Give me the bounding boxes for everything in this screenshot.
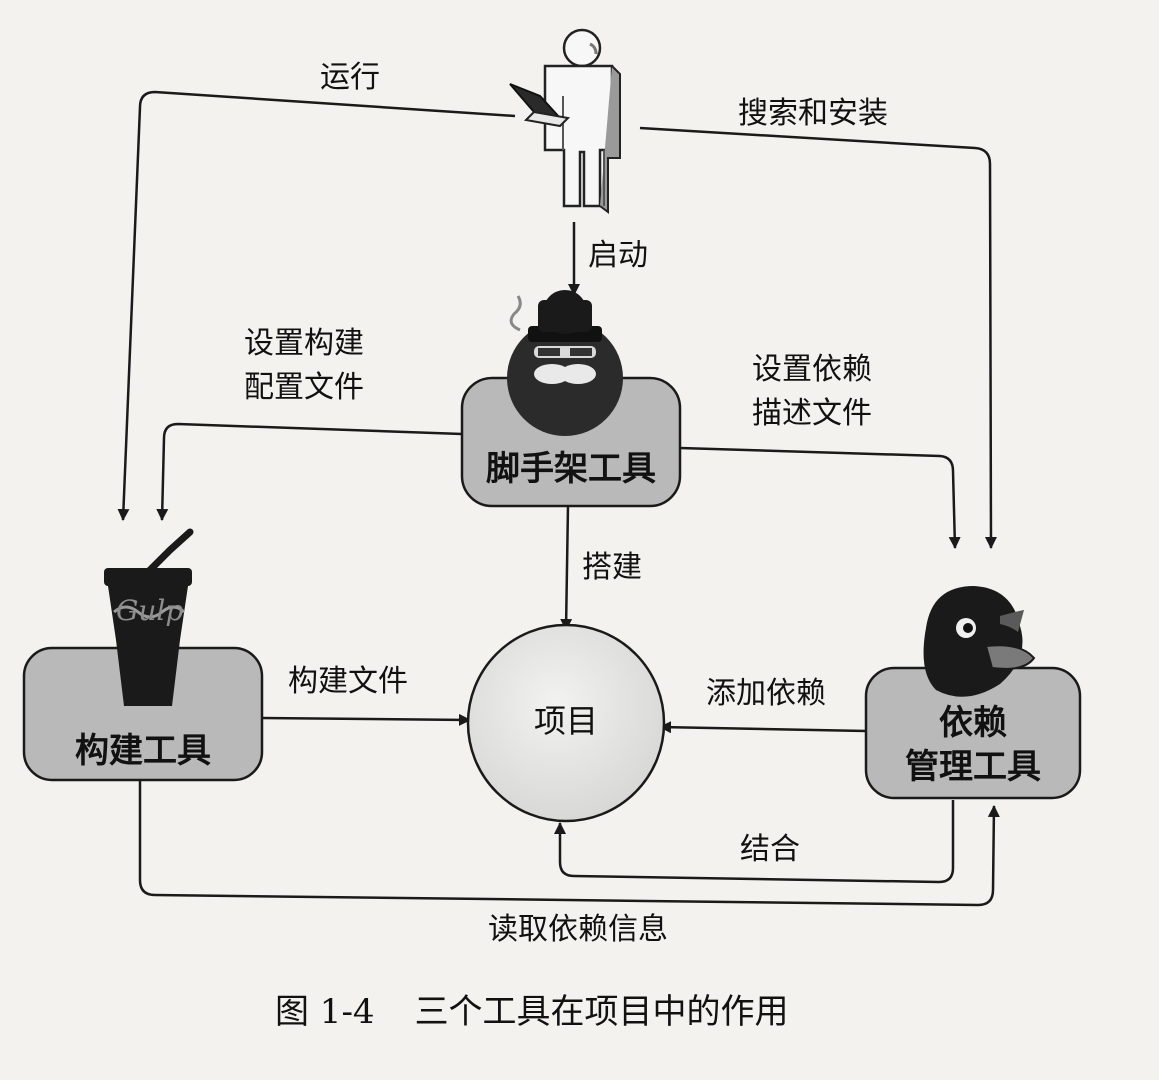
build-file-arrow [261,713,471,726]
run-label: 运行 [320,60,380,95]
scaffold-tool-label: 脚手架工具 [486,449,656,489]
add-dependency-label: 添加依赖 [706,676,826,711]
dependency-bird-icon [923,586,1036,697]
setup-build-arrow [156,422,463,521]
read-dependency-arrow [138,778,1000,907]
add-dependency-arrow [659,721,867,734]
project-circle-shape [466,623,666,823]
user-icon [509,28,621,214]
setup-build-label-line1: 设置构建 [244,326,364,361]
search-install-label: 搜索和安装 [738,96,888,131]
gulp-cup-text: Gulp [116,594,183,627]
setup-dep-label-line2: 描述文件 [752,396,872,431]
combine-arrow [554,800,955,884]
scaffold-build-arrow [560,504,573,631]
dependency-tool-label-line2: 管理工具 [905,747,1041,787]
build-tool-label: 构建工具 [75,731,211,771]
scaffold-build-label: 搭建 [582,550,642,585]
figure-number: 图 1-4 [275,992,375,1032]
setup-dep-label-line1: 设置依赖 [752,352,872,387]
gulp-cup-icon [104,528,194,706]
dependency-tool-label-line1: 依赖 [939,703,1007,743]
combine-label: 结合 [740,832,800,867]
figure-caption: 图 1-4 三个工具在项目中的作用 [275,990,789,1034]
run-arrow [117,90,516,521]
setup-dep-arrow [679,446,961,549]
figure-caption-text: 三个工具在项目中的作用 [414,992,789,1032]
project-label: 项目 [533,702,598,740]
search-install-arrow [639,126,997,549]
launch-label: 启动 [588,238,648,273]
build-file-label: 构建文件 [288,664,408,699]
read-dependency-label: 读取依赖信息 [488,912,668,947]
setup-build-label-line2: 配置文件 [244,370,364,405]
scaffold-mascot-icon [507,290,623,436]
